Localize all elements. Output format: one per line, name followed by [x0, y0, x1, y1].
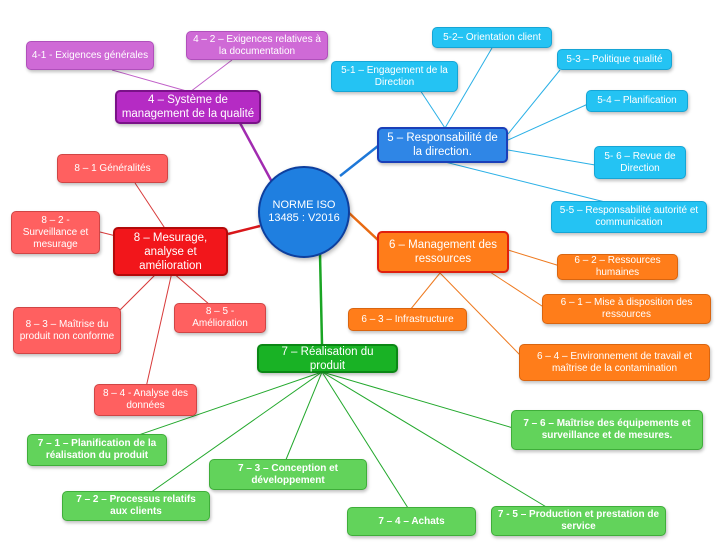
- node-5-4-label: 5-4 – Planification: [597, 95, 677, 106]
- node-5-1-label: 5-1 – Engagement de la Direction: [341, 64, 448, 88]
- node-8-5-label: 8 – 5 - Amélioration: [192, 306, 248, 329]
- connector-8-5: [171, 271, 211, 306]
- node-7-4-label: 7 – 4 – Achats: [378, 515, 445, 527]
- node-7-2-label: 7 – 2 – Processus relatifs aux clients: [76, 494, 196, 517]
- connector-center-7: [318, 253, 324, 345]
- node-4-1[interactable]: 4-1 - Exigences générales: [26, 41, 154, 70]
- connector-center-8: [227, 224, 261, 236]
- node-7-1[interactable]: 7 – 1 – Planification de la réalisation …: [27, 434, 167, 466]
- connector-4-2: [189, 59, 233, 93]
- connector-5-3: [507, 69, 561, 135]
- node-7-2[interactable]: 7 – 2 – Processus relatifs aux clients: [62, 491, 210, 521]
- node-8-3-label: 8 – 3 – Maîtrise du produit non conforme: [19, 318, 115, 342]
- node-7-1-label: 7 – 1 – Planification de la réalisation …: [37, 438, 157, 461]
- node-5-1[interactable]: 5-1 – Engagement de la Direction: [331, 61, 458, 92]
- connector-4-1: [111, 69, 191, 93]
- connector-6-1: [489, 271, 546, 309]
- node-5-5-label: 5-5 – Responsabilité autorité et communi…: [559, 205, 699, 228]
- node-6-main-label: 6 – Management des ressources: [388, 239, 498, 265]
- connector-5-5: [444, 161, 606, 203]
- node-6-1-label: 6 – 1 – Mise à disposition des ressource…: [560, 297, 693, 320]
- connector-5-2: [444, 47, 493, 129]
- connector-7-4: [321, 371, 409, 509]
- node-6-3[interactable]: 6 – 3 – Infrastructure: [348, 308, 467, 331]
- connector-center-4: [238, 122, 274, 183]
- node-8-4-label: 8 – 4 - Analyse des données: [102, 388, 189, 411]
- node-6-1[interactable]: 6 – 1 – Mise à disposition des ressource…: [542, 294, 711, 324]
- node-8-1[interactable]: 8 – 1 Généralités: [57, 154, 168, 183]
- connector-center-6: [347, 211, 379, 241]
- node-6-4-label: 6 – 4 – Environnement de travail et maît…: [536, 350, 693, 374]
- connector-6-4: [439, 272, 521, 356]
- connector-7-5: [321, 371, 549, 509]
- node-5-6[interactable]: 5- 6 – Revue de Direction: [594, 146, 686, 179]
- node-6-3-label: 6 – 3 – Infrastructure: [361, 313, 454, 325]
- connector-center-5: [339, 145, 379, 177]
- node-4-1-label: 4-1 - Exigences générales: [31, 49, 149, 61]
- node-5-2-label: 5-2– Orientation client: [443, 31, 541, 43]
- node-7-3-label: 7 – 3 – Conception et développement: [237, 462, 339, 486]
- node-4-2-label: 4 – 2 – Exigences relatives à la documen…: [193, 33, 321, 57]
- node-8-1-label: 8 – 1 Généralités: [74, 162, 151, 174]
- node-5-5[interactable]: 5-5 – Responsabilité autorité et communi…: [551, 201, 707, 233]
- connector-7-2: [139, 371, 323, 501]
- center-label: NORME ISO 13485 : V2016: [268, 199, 340, 224]
- node-7-main[interactable]: 7 – Réalisation du produit: [257, 344, 398, 373]
- center-node[interactable]: NORME ISO 13485 : V2016: [258, 166, 350, 258]
- node-5-3[interactable]: 5-3 – Politique qualité: [557, 49, 672, 70]
- node-7-main-label: 7 – Réalisation du produit: [281, 345, 374, 372]
- node-8-4[interactable]: 8 – 4 - Analyse des données: [94, 384, 197, 416]
- connector-8-4: [144, 271, 173, 393]
- connector-5-1: [419, 89, 446, 129]
- node-7-5[interactable]: 7 - 5 – Production et prestation de serv…: [491, 506, 666, 536]
- node-5-6-label: 5- 6 – Revue de Direction: [604, 150, 676, 174]
- node-5-3-label: 5-3 – Politique qualité: [566, 53, 663, 65]
- node-6-2-label: 6 – 2 – Ressources humaines: [574, 255, 661, 278]
- node-7-6[interactable]: 7 – 6 – Maîtrise des équipements et surv…: [511, 410, 703, 450]
- connector-7-3: [284, 371, 323, 463]
- connector-6-2: [507, 249, 561, 267]
- connector-7-6: [321, 371, 521, 431]
- connector-5-4: [507, 103, 589, 141]
- node-8-2[interactable]: 8 – 2 - Surveillance et mesurage: [11, 211, 100, 254]
- connector-5-6: [507, 149, 596, 166]
- node-4-main-label: 4 – Système de management de la qualité: [121, 94, 255, 120]
- node-8-3[interactable]: 8 – 3 – Maîtrise du produit non conforme: [13, 307, 121, 354]
- node-7-5-label: 7 - 5 – Production et prestation de serv…: [497, 509, 660, 532]
- node-4-2[interactable]: 4 – 2 – Exigences relatives à la documen…: [186, 31, 328, 60]
- node-8-main[interactable]: 8 – Mesurage, analyse et amélioration: [113, 227, 228, 276]
- connector-6-3: [409, 272, 441, 311]
- node-8-2-label: 8 – 2 - Surveillance et mesurage: [22, 214, 89, 250]
- node-5-main[interactable]: 5 – Responsabilité de la direction.: [377, 127, 508, 163]
- node-7-6-label: 7 – 6 – Maîtrise des équipements et surv…: [523, 418, 691, 441]
- node-6-main[interactable]: 6 – Management des ressources: [377, 231, 509, 273]
- node-8-5[interactable]: 8 – 5 - Amélioration: [174, 303, 266, 333]
- node-7-3[interactable]: 7 – 3 – Conception et développement: [209, 459, 367, 490]
- node-6-4[interactable]: 6 – 4 – Environnement de travail et maît…: [519, 344, 710, 381]
- node-7-4[interactable]: 7 – 4 – Achats: [347, 507, 476, 536]
- node-6-2[interactable]: 6 – 2 – Ressources humaines: [557, 254, 678, 280]
- node-5-2[interactable]: 5-2– Orientation client: [432, 27, 552, 48]
- node-5-main-label: 5 – Responsabilité de la direction.: [387, 132, 498, 158]
- node-4-main[interactable]: 4 – Système de management de la qualité: [115, 90, 261, 124]
- node-5-4[interactable]: 5-4 – Planification: [586, 90, 688, 112]
- node-8-main-label: 8 – Mesurage, analyse et amélioration: [133, 231, 208, 272]
